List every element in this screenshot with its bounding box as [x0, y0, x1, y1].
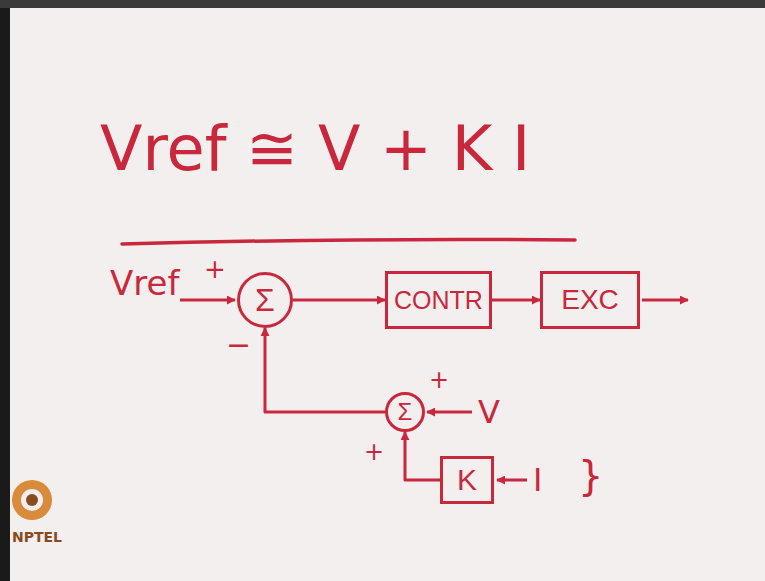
signal-name: V: [478, 396, 500, 428]
exciter-box: EXC: [540, 271, 640, 329]
input-wire: [427, 411, 472, 414]
signal-wire: [265, 328, 385, 412]
gain-box: K: [440, 456, 494, 504]
sign-mark: +: [364, 440, 384, 464]
sign-mark: +: [204, 256, 226, 282]
sigma-symbol: Σ: [398, 400, 413, 424]
sign-mark: +: [429, 368, 449, 392]
signal-name: I: [533, 464, 542, 496]
logo-symbol: [26, 494, 38, 506]
sigma-symbol: Σ: [255, 284, 275, 316]
controller-box: CONTR: [385, 271, 492, 329]
signal-wire: [492, 299, 540, 302]
output-wire: [642, 299, 688, 302]
signal-name: Vref: [110, 266, 179, 300]
logo-symbol: [21, 489, 43, 511]
summing-junction: Σ: [237, 272, 293, 328]
frame-edge: [0, 0, 765, 8]
bracket: }: [578, 456, 603, 496]
logo-symbol: [12, 480, 52, 520]
frame-edge: [0, 0, 10, 581]
title-underline: [122, 240, 575, 245]
box-label: K: [457, 465, 477, 495]
diagram-title: Vref ≅ V + K I: [100, 118, 530, 180]
box-label: EXC: [561, 286, 619, 314]
summing-junction: Σ: [385, 392, 425, 432]
watermark: NPTEL: [12, 530, 62, 544]
circle-outline-shape: [387, 394, 424, 431]
signal-wire: [405, 432, 440, 480]
box-label: CONTR: [394, 288, 483, 313]
input-wire: [497, 479, 527, 482]
input-wire: [180, 299, 235, 302]
signal-wire: [293, 299, 385, 302]
circle-outline-shape: [239, 274, 292, 327]
sign-mark: −: [226, 330, 251, 360]
